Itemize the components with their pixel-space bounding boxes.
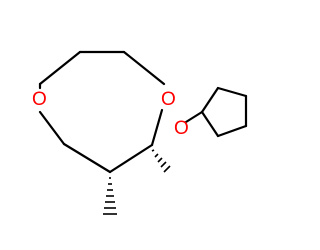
hashed-wedge-c6-o-ether: [151, 149, 171, 173]
structure-diagram: O O O: [32, 50, 248, 215]
atom-o-ring-right: O: [161, 89, 176, 110]
atom-o-ether: O: [174, 118, 189, 139]
bond-cp2-cp3: [216, 86, 248, 98]
atom-o-ring-left: O: [32, 89, 47, 110]
bond-c4-c5-top: [122, 50, 166, 86]
bond-cp4-cp5: [216, 124, 248, 138]
bond-o-right-c6: [150, 108, 164, 147]
bond-cp5-cp1: [200, 110, 220, 138]
bond-c2-c3: [38, 50, 82, 86]
molecule-canvas: O O O: [32, 50, 248, 215]
bond-c7-c8: [62, 142, 112, 174]
bond-o-ether-cyclopentyl: [184, 110, 204, 124]
bond-cp1-cp2: [200, 86, 220, 114]
bond-c6-c7: [108, 143, 154, 174]
hashed-wedge-c7-methyl: [103, 177, 117, 215]
bond-c8-o-left: [38, 110, 66, 146]
